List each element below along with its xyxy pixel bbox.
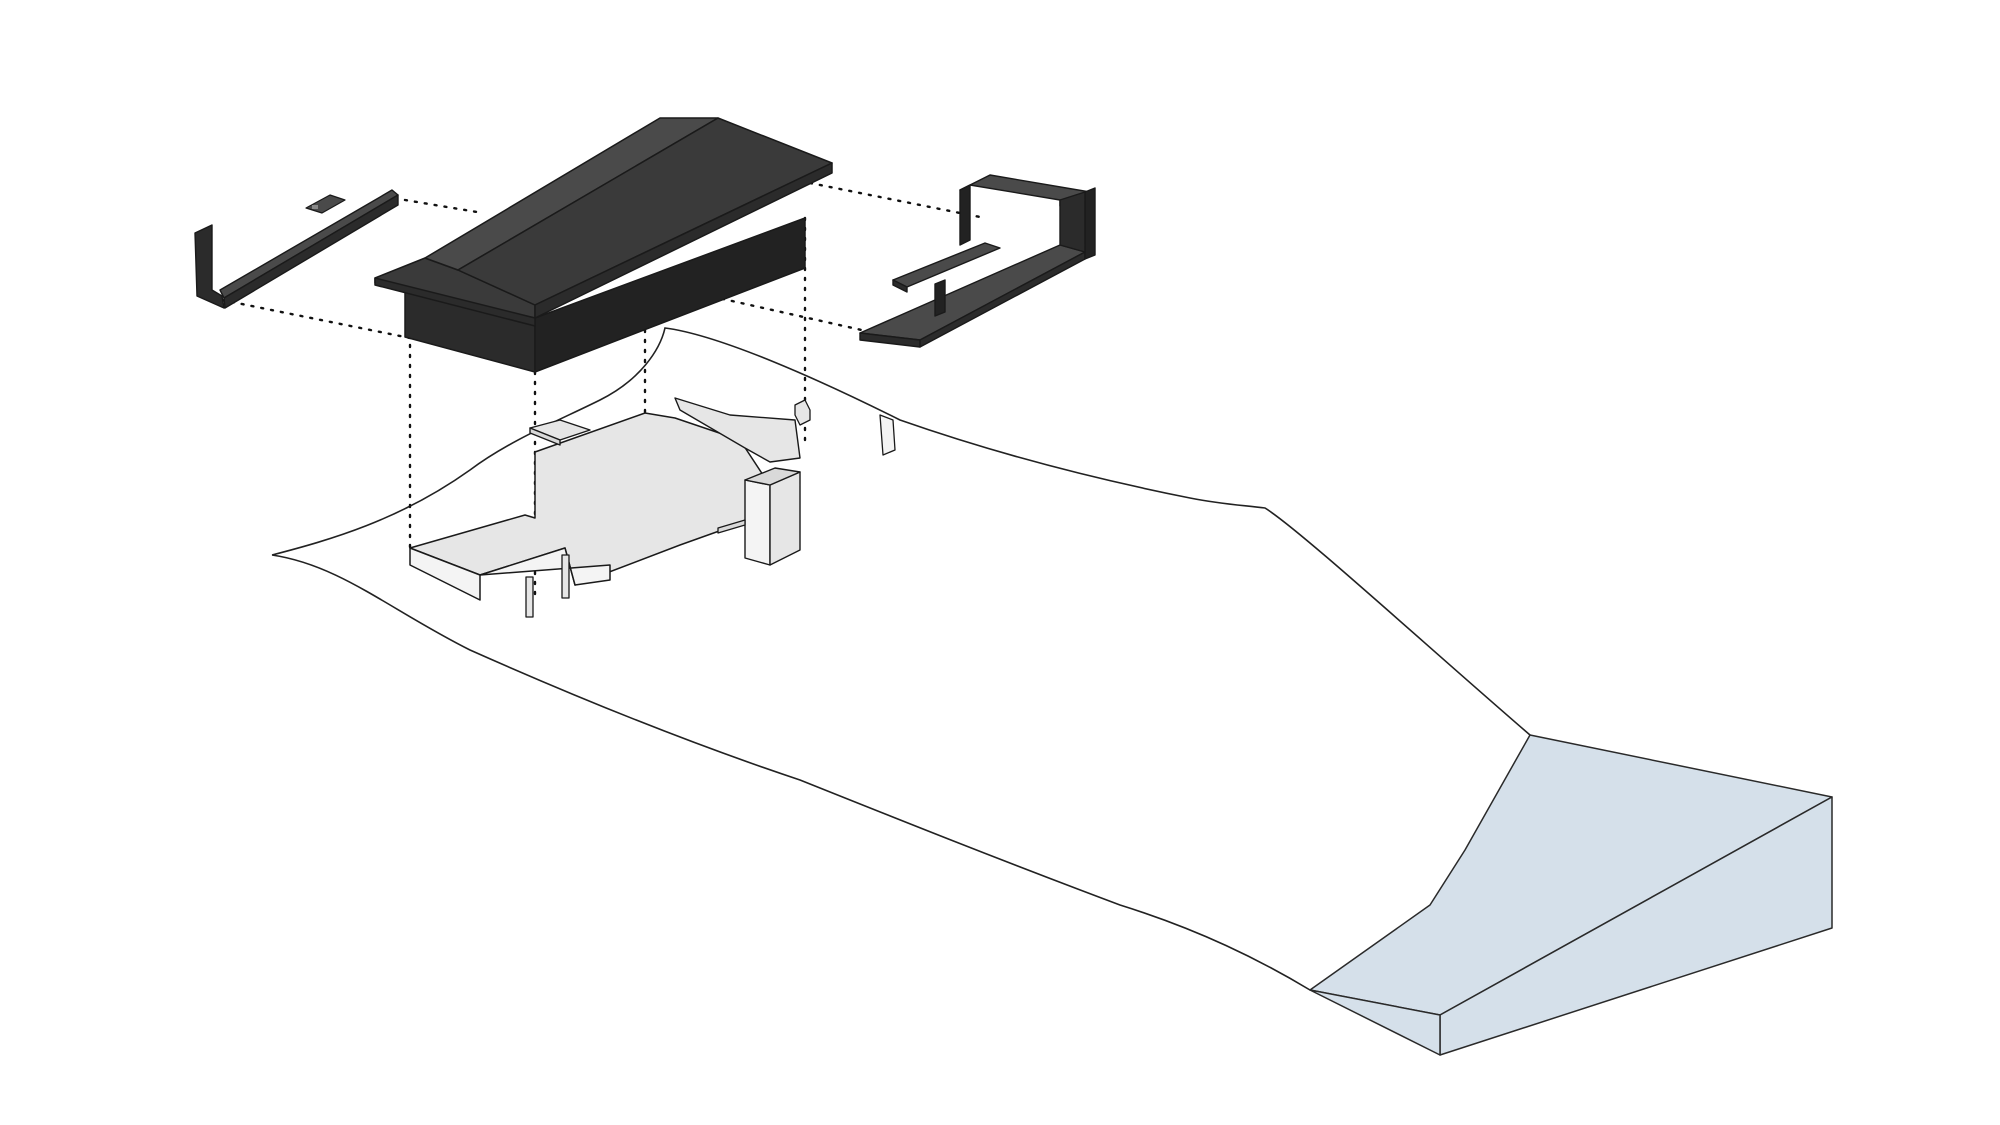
left-wall-steps (305, 194, 346, 214)
roof-eave-fascia (534, 162, 833, 319)
plinth-front-face (409, 547, 481, 601)
right-terrace-element (859, 174, 1096, 348)
water-basin (1309, 734, 1833, 1056)
plinth-tower-top (744, 467, 801, 486)
left-wall-slab-side (223, 194, 399, 309)
terrace-bench-leg (934, 279, 946, 317)
terrace-front-post (1084, 187, 1096, 260)
plinth-right-face (479, 547, 611, 586)
plinth-tower-front (744, 479, 771, 566)
plinth-marker-right (794, 399, 811, 426)
plinth-free-standing-panel (879, 414, 896, 456)
left-wall-detail (312, 205, 318, 209)
roof-gable-fascia (374, 277, 536, 327)
left-wall-slab-top (219, 189, 399, 299)
plinth-wing-wall (674, 397, 801, 463)
terrace-bench-side (892, 279, 908, 293)
gabled-roof-volume (374, 117, 833, 373)
plinth-post-1 (525, 576, 534, 618)
plinth-ledge (717, 519, 746, 534)
terrace-back-post (959, 184, 971, 246)
plinth-post-2 (561, 554, 570, 599)
left-wall-element (194, 189, 399, 309)
water-basin-front (1309, 989, 1441, 1056)
roof-volume-side-wall (534, 217, 806, 373)
plinth-stair-side (529, 427, 561, 446)
plinth-top (409, 412, 766, 586)
terrain-outline (271, 327, 1531, 991)
terrace-side-frame (1059, 191, 1086, 253)
ground-plinth (409, 397, 896, 618)
left-wall-upstand (194, 224, 225, 309)
plinth-tower-side (769, 471, 801, 566)
